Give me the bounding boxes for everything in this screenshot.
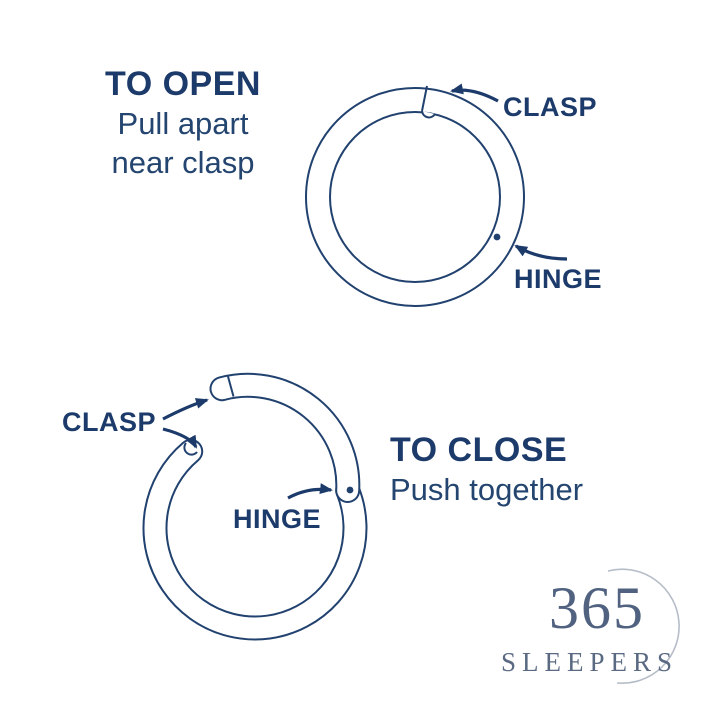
ring-arm-fill [211,374,359,501]
clasp-tab [421,110,436,119]
hinge-arrow-top-icon [514,244,568,261]
annotation-arrows [162,83,568,500]
close-title: TO CLOSE [390,431,568,469]
clasp-arrow-top-icon [450,83,499,103]
open-subtitle-line2: near clasp [111,145,255,180]
closed-ring-illustration [305,85,525,307]
logo-name: SLEEPERS [501,647,679,677]
clasp-label-top: CLASP [503,92,598,122]
clasp-arrow-upper-icon [162,398,209,421]
clasp-arrow-lower-icon [162,427,198,449]
hinge-arrow-bottom-icon [287,483,333,500]
hinge-pin-dot [346,486,354,494]
ring-body-fill [144,440,366,639]
hinge-label-bottom: HINGE [233,504,322,534]
logo-circle [607,568,680,685]
clasp-pin-line [227,376,235,397]
close-instructions: TO CLOSE Push together [390,430,583,509]
clasp-label-bottom: CLASP [62,407,157,437]
close-subtitle: Push together [390,472,584,507]
logo-number: 365 [549,575,645,641]
hinge-label-top: HINGE [514,264,603,294]
hinge-pin-dot [493,233,501,241]
open-instructions: TO OPEN Pull apart near clasp [70,64,296,182]
ring-tube-fill [307,89,523,305]
open-subtitle-line1: Pull apart [117,106,249,141]
open-title: TO OPEN [105,65,261,103]
clasp-seam-line [421,85,428,112]
open-ring-illustration [142,372,368,641]
